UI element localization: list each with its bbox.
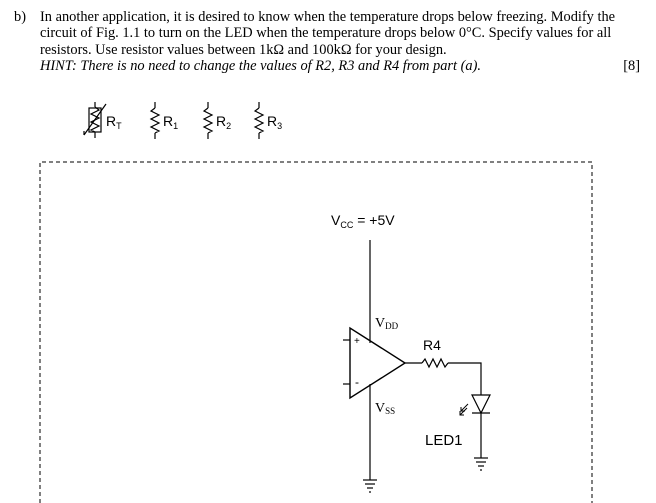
answer-box	[39, 161, 593, 503]
marks: [8]	[623, 58, 640, 74]
op-amp-minus: -	[355, 375, 359, 389]
vcc-label: VCC = +5V	[331, 212, 395, 230]
r1-label: R1	[163, 113, 178, 131]
resistor-r4[interactable]	[421, 357, 449, 369]
led-label: LED1	[425, 432, 463, 449]
op-amp-plus: +	[354, 336, 360, 347]
thermistor-rt[interactable]	[83, 102, 107, 138]
ground-symbol-led	[474, 457, 488, 471]
question-line-3: resistors. Use resistor values between 1…	[40, 42, 447, 58]
led1[interactable]	[471, 392, 491, 458]
op-amp[interactable]	[349, 326, 407, 400]
led-light-arrows-icon	[459, 403, 469, 416]
hint-text: HINT: There is no need to change the val…	[40, 58, 481, 74]
vss-label: VSS	[375, 401, 395, 416]
r4-to-led-wire	[448, 362, 482, 392]
r2-label: R2	[216, 113, 231, 131]
ground-symbol-opamp	[363, 479, 377, 493]
resistor-r2[interactable]	[202, 102, 214, 139]
question-line-2: circuit of Fig. 1.1 to turn on the LED w…	[40, 25, 612, 41]
resistor-r1[interactable]	[149, 102, 161, 139]
rt-label: RT	[106, 113, 122, 131]
r4-label: R4	[423, 337, 441, 353]
resistor-r3[interactable]	[253, 102, 265, 139]
question-label: b)	[14, 9, 26, 25]
r3-label: R3	[267, 113, 282, 131]
question-line-1: In another application, it is desired to…	[40, 9, 616, 25]
vdd-label: VDD	[375, 316, 399, 331]
